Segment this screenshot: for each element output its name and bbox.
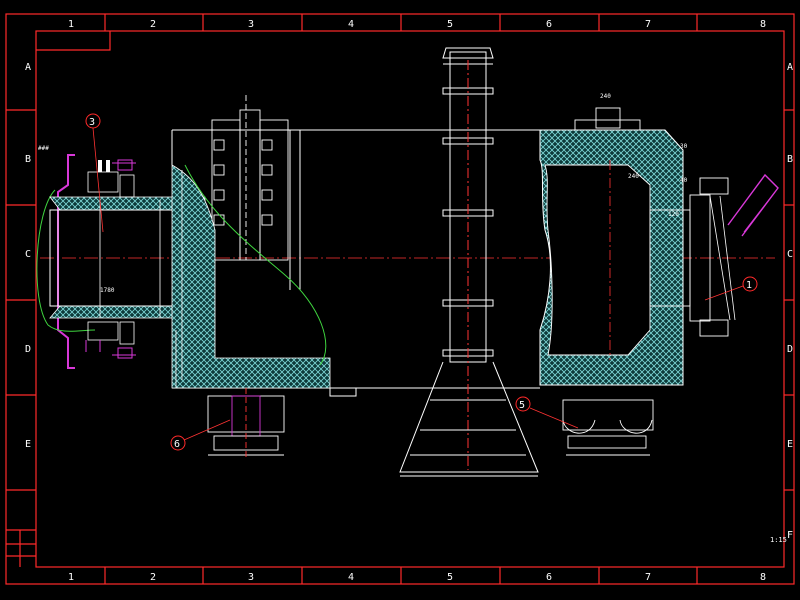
right-support-roller (562, 399, 654, 456)
row-label-left: E (25, 439, 31, 450)
callout-5: 5 (515, 396, 579, 429)
col-label-top: 3 (248, 19, 254, 30)
row-label-left: B (25, 154, 31, 165)
row-label-right: F (787, 530, 793, 541)
right-side-dim-1: 30 (680, 143, 688, 150)
center-column (399, 47, 539, 477)
row-label-right: E (787, 439, 793, 450)
callout-6: 6 (170, 419, 231, 451)
callout-3: 3 (85, 113, 104, 233)
scale-label: 1:15 (770, 536, 787, 544)
col-label-top: 7 (645, 19, 651, 30)
col-label-bottom: 3 (248, 572, 254, 583)
callout-1: 1 (704, 276, 758, 301)
col-label-bottom: 8 (760, 572, 766, 583)
col-label-bottom: 7 (645, 572, 651, 583)
col-label-bottom: 4 (348, 572, 354, 583)
inlet-hood: 1780 ### (36, 145, 206, 369)
riding-ring-left (211, 95, 289, 261)
svg-text:3: 3 (89, 117, 95, 128)
right-mid-dim: 120 (668, 211, 679, 218)
col-label-top: 6 (546, 19, 552, 30)
row-label-right: B (787, 154, 793, 165)
row-label-left: C (25, 249, 31, 260)
col-label-top: 1 (68, 19, 74, 30)
right-side-dim-2: 240 (628, 173, 639, 180)
col-label-bottom: 2 (150, 572, 156, 583)
right-side-dim-3: 40 (680, 177, 688, 184)
right-top-dim: 240 (600, 93, 611, 100)
row-label-right: C (787, 249, 793, 260)
grid-labels: 1 2 3 4 5 6 7 8 1 2 3 4 5 6 7 8 A B C D … (25, 19, 793, 583)
row-label-right: D (787, 344, 793, 355)
row-label-right: A (787, 62, 793, 73)
col-label-top: 4 (348, 19, 354, 30)
col-label-bottom: 1 (68, 572, 74, 583)
svg-text:6: 6 (174, 439, 180, 450)
col-label-top: 2 (150, 19, 156, 30)
svg-text:5: 5 (519, 400, 525, 411)
col-label-bottom: 6 (546, 572, 552, 583)
row-label-left: A (25, 62, 31, 73)
col-label-top: 5 (447, 19, 453, 30)
col-label-bottom: 5 (447, 572, 453, 583)
outlet-hood: 240 30 240 40 120 (539, 93, 779, 386)
svg-text:1: 1 (746, 280, 752, 291)
row-label-left: D (25, 344, 31, 355)
left-support-roller (207, 388, 285, 460)
drawing-frame (5, 13, 795, 585)
col-label-top: 8 (760, 19, 766, 30)
left-refractory (171, 164, 331, 389)
inlet-length-label: 1780 (100, 287, 115, 294)
left-top-dim: ### (38, 145, 49, 152)
